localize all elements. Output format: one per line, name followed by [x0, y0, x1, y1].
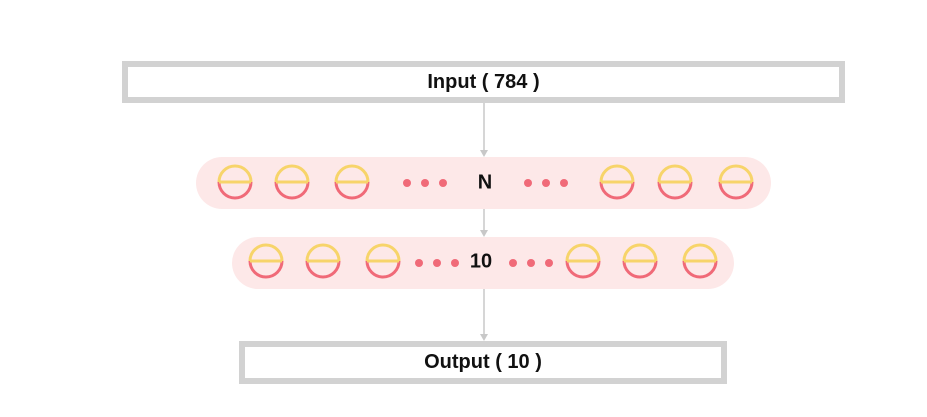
- connectors: [480, 103, 488, 341]
- output-layer-box: Output ( 10 ): [239, 341, 727, 384]
- arrow-down-icon: [480, 209, 488, 237]
- arrow-down-icon: [480, 103, 488, 157]
- input-layer-box: Input ( 784 ): [122, 61, 845, 103]
- hidden-layer-2-label: 10: [469, 250, 493, 273]
- input-layer-label: Input ( 784 ): [427, 70, 540, 93]
- arrow-down-icon: [480, 289, 488, 341]
- output-layer-label: Output ( 10 ): [424, 351, 542, 373]
- hidden-layer-1-label: N: [477, 171, 493, 194]
